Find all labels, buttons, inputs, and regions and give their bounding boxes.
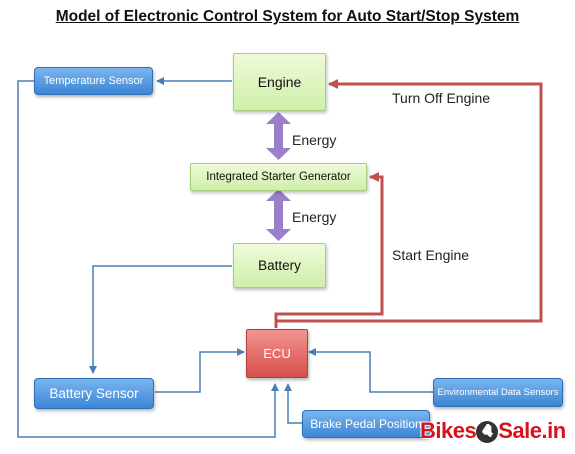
arrow-ecu-to-isg-start [274, 172, 384, 321]
arrow-environmental-sensors-to-ecu [308, 348, 433, 393]
battery-node: Battery [233, 243, 326, 288]
energy-label-top: Energy [292, 132, 337, 148]
energy-arrow-isg-battery [266, 189, 291, 241]
ecu-node: ECU [246, 329, 308, 378]
arrow-ecu-to-engine-turn-off [274, 79, 543, 328]
turn-off-engine-label: Turn Off Engine [392, 90, 491, 106]
diagram-title: Model of Electronic Control System for A… [55, 8, 520, 25]
arrow-battery-sensor-to-ecu [155, 348, 245, 393]
arrow-temperature-sensor-to-ecu [17, 80, 279, 438]
start-engine-label: Start Engine [392, 247, 470, 263]
energy-arrow-engine-isg [266, 112, 291, 160]
arrow-brake-pedal-to-ecu [284, 383, 302, 424]
brake-pedal-position-node: Brake Pedal Position [302, 410, 430, 438]
energy-label-bottom: Energy [292, 209, 337, 225]
integrated-starter-generator-node: Integrated Starter Generator [190, 163, 367, 191]
environmental-data-sensors-node: Environmental Data Sensors [433, 378, 563, 407]
arrow-battery-to-battery-sensor [89, 265, 232, 374]
temperature-sensor-node: Temperature Sensor [34, 67, 153, 95]
engine-node: Engine [233, 53, 326, 111]
battery-sensor-node: Battery Sensor [34, 378, 154, 409]
